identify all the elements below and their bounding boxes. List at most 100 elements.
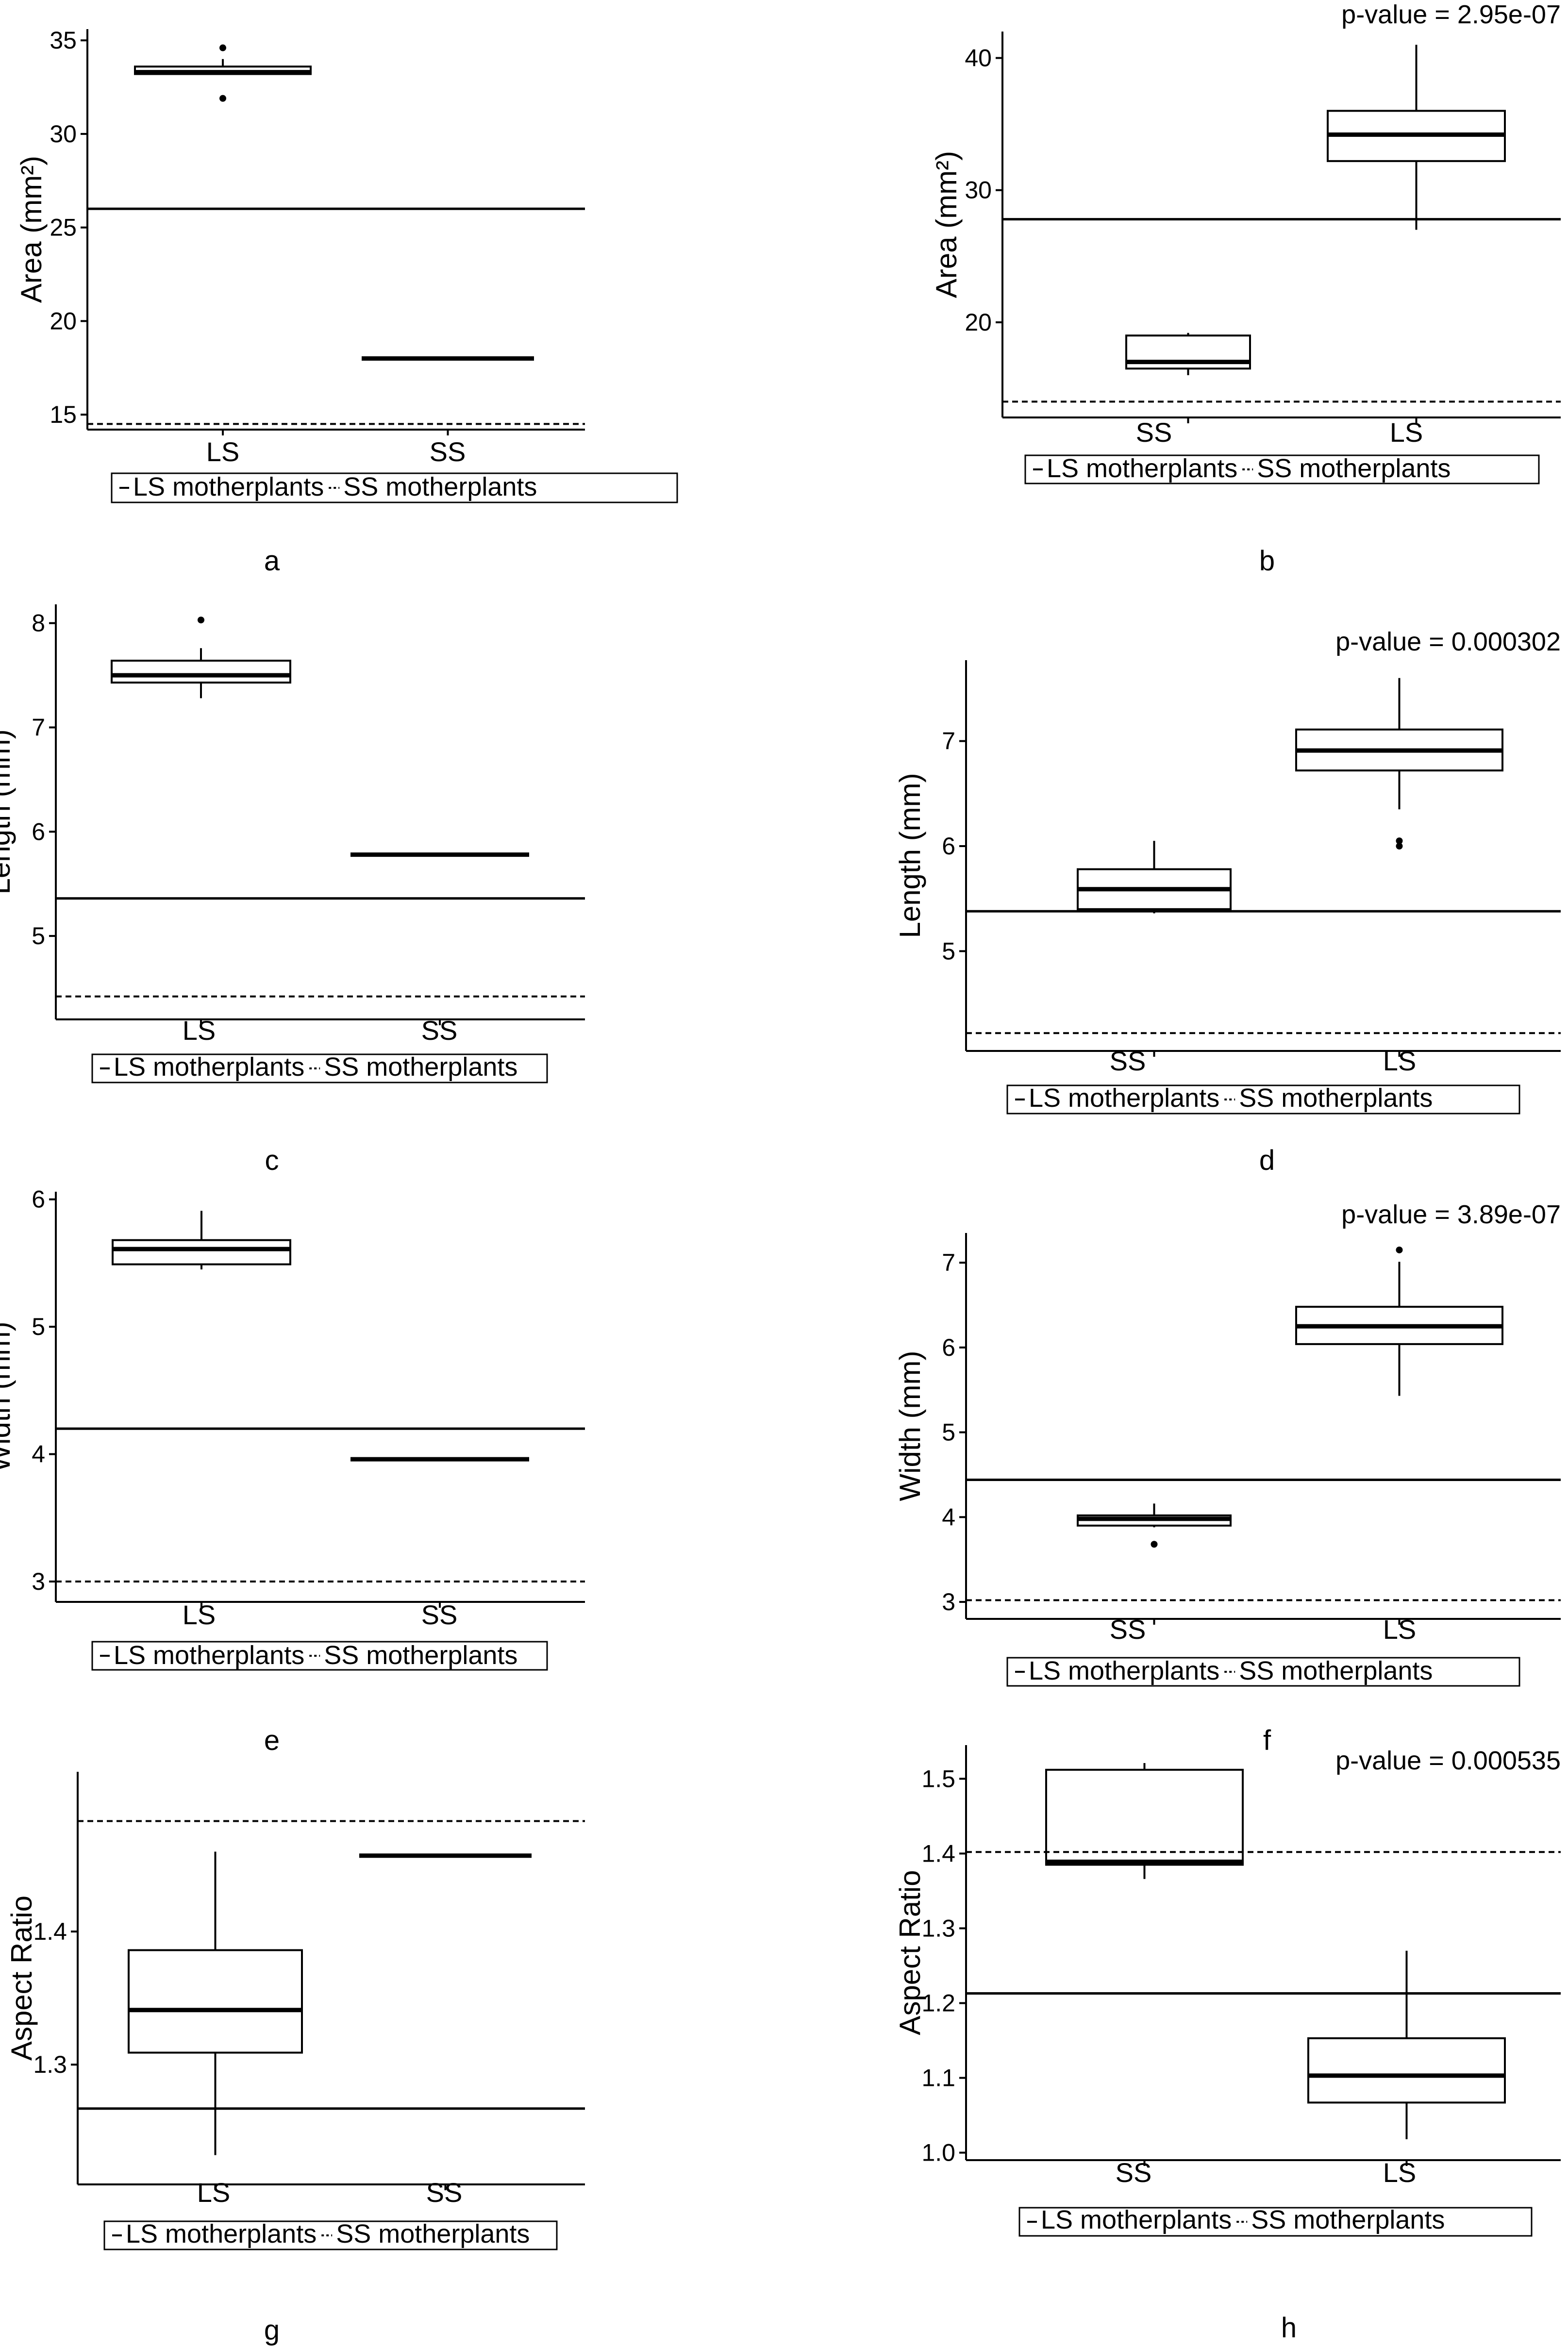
legend-box: [1006, 1657, 1520, 1687]
legend-label-ls: LS motherplants: [133, 472, 324, 501]
x-tick-label: LS: [1383, 1614, 1417, 1645]
y-axis-title: Width (mm): [894, 1351, 926, 1501]
y-tick-label: 1.3: [33, 2051, 67, 2078]
x-tick-label: LS: [1390, 417, 1423, 448]
y-tick-label: 1.1: [921, 2065, 955, 2092]
legend-label-ss: SS motherplants: [1239, 1656, 1433, 1685]
outlier-point: [198, 616, 204, 624]
p-value-label: p-value = 3.89e-07: [1341, 1200, 1561, 1229]
legend-label-ls: LS motherplants: [1047, 454, 1237, 483]
legend-box: [1018, 2207, 1533, 2237]
x-tick-label: SS: [430, 436, 466, 467]
x-tick-label: LS: [183, 1599, 216, 1630]
y-tick-label: 20: [965, 309, 992, 336]
legend: LS motherplants SS motherplants: [1006, 1083, 1520, 1115]
y-tick-label: 7: [32, 714, 45, 741]
x-tick-label: LS: [197, 2177, 231, 2208]
y-tick-label: 6: [942, 833, 955, 860]
y-tick-label: 7: [942, 728, 955, 755]
y-tick-label: 5: [32, 1313, 45, 1340]
y-tick-label: 1.5: [921, 1765, 955, 1792]
y-axis-title: Width (mm): [0, 1322, 16, 1472]
legend-box: [103, 2220, 558, 2250]
y-tick-label: 8: [32, 610, 45, 637]
p-value-label: p-value = 0.000302: [1335, 627, 1561, 656]
legend: LS motherplants SS motherplants: [1024, 454, 1540, 484]
legend-label-ss: SS motherplants: [324, 1641, 517, 1670]
y-tick-label: 15: [50, 401, 77, 428]
legend-box: [1006, 1084, 1520, 1115]
box-ls: [1307, 1950, 1506, 2139]
y-tick-label: 6: [32, 1186, 45, 1213]
box-ss: [1125, 333, 1251, 375]
x-tick-label: LS: [183, 1015, 216, 1046]
panel-caption: f: [1263, 1725, 1271, 1756]
y-axis-title: Aspect Ratio: [5, 1896, 38, 2061]
y-tick-label: 6: [32, 818, 45, 845]
panel-caption: g: [264, 2315, 280, 2346]
box-ls: [128, 1851, 303, 2155]
y-tick-label: 20: [50, 307, 77, 334]
box-ss: [1077, 1503, 1232, 1548]
legend-box: [1024, 454, 1540, 484]
y-tick-label: 1.0: [921, 2139, 955, 2166]
box-ls: [111, 616, 291, 699]
legend-label-ss: SS motherplants: [1257, 454, 1451, 483]
x-tick-label: SS: [421, 1015, 458, 1046]
panel-caption: h: [1281, 2312, 1297, 2344]
y-tick-label: 3: [32, 1568, 45, 1595]
box-ss: [1045, 1763, 1244, 1879]
legend-label-ss: SS motherplants: [1251, 2205, 1445, 2234]
x-tick-label: SS: [421, 1599, 458, 1630]
x-tick-label: SS: [1110, 1046, 1146, 1076]
panel-d: 5 6 7SS LS Length (mm) p-value = 0.000302 LS m…: [894, 627, 1561, 1176]
box-ls: [112, 1211, 291, 1270]
box-iqr: [1307, 2037, 1506, 2104]
x-tick-label: LS: [1383, 2157, 1417, 2188]
box-iqr: [1125, 334, 1251, 370]
y-tick-label: 1.2: [921, 1989, 955, 2016]
y-axis-title: Area (mm²): [930, 151, 963, 298]
y-axis-title: Length (mm): [894, 773, 926, 938]
outlier-point: [1396, 843, 1403, 850]
panel-caption: c: [265, 1145, 279, 1176]
legend-label-ls: LS motherplants: [126, 2219, 317, 2248]
legend-label-ss: SS motherplants: [1239, 1083, 1433, 1113]
x-tick-label: LS: [1383, 1046, 1417, 1076]
y-tick-label: 35: [50, 27, 77, 54]
y-tick-label: 6: [942, 1334, 955, 1361]
panel-caption: b: [1259, 545, 1275, 577]
x-tick-label: SS: [426, 2177, 463, 2208]
y-tick-label: 5: [942, 1419, 955, 1446]
y-tick-label: 5: [942, 937, 955, 965]
box-iqr: [128, 1949, 303, 2054]
box-ss: [1077, 841, 1232, 914]
panel-caption: d: [1259, 1145, 1275, 1176]
y-tick-label: 5: [32, 922, 45, 949]
y-tick-label: 4: [32, 1441, 45, 1468]
y-tick-label: 1.3: [921, 1915, 955, 1942]
x-tick-label: SS: [1110, 1614, 1146, 1645]
x-tick-label: LS: [206, 436, 240, 467]
legend-label-ss: SS motherplants: [324, 1052, 517, 1082]
legend-label-ls: LS motherplants: [1029, 1083, 1219, 1113]
x-tick-label: SS: [1116, 2157, 1152, 2188]
box-ls: [1327, 45, 1506, 230]
legend-box: [111, 472, 678, 503]
y-tick-label: 30: [965, 177, 992, 204]
y-axis-title: Aspect Ratio: [894, 1870, 926, 2035]
panel-caption: e: [264, 1725, 280, 1756]
legend-label-ss: SS motherplants: [343, 472, 537, 501]
y-tick-label: 1.4: [921, 1840, 955, 1867]
y-axis-title: Area (mm²): [15, 156, 48, 303]
